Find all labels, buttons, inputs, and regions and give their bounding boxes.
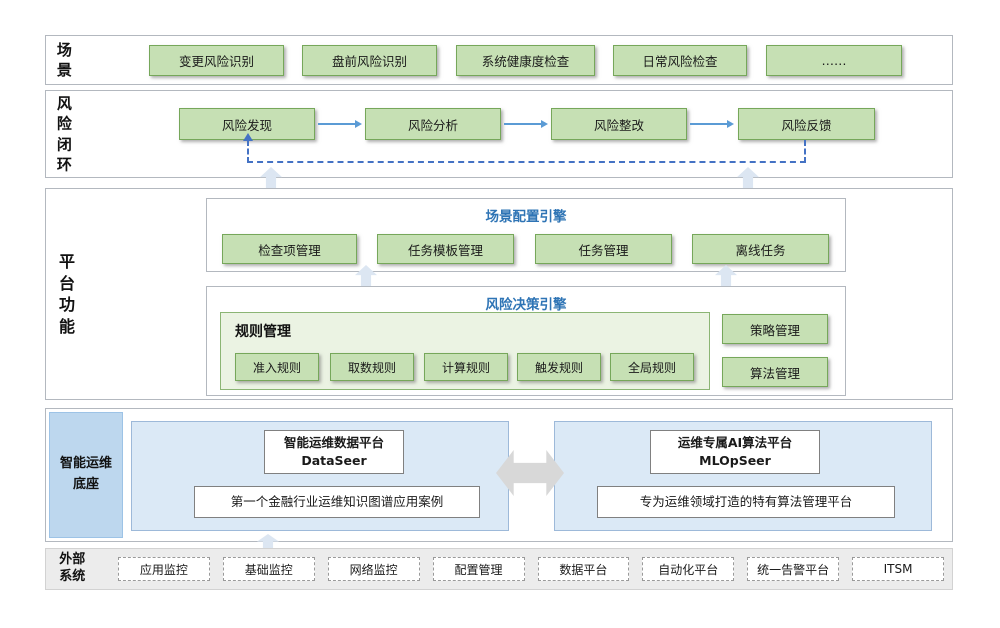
external-systems-label-text: 外部系统	[59, 552, 86, 584]
external-box-app-monitor: 应用监控	[118, 557, 210, 581]
scenario-box-more: ……	[766, 45, 902, 76]
dataseer-desc: 第一个金融行业运维知识图谱应用案例	[230, 493, 444, 509]
scenario-section: 场景 变更风险识别 盘前风险识别 系统健康度检查 日常风险检查 ……	[45, 35, 953, 85]
external-systems-label: 外部系统	[58, 552, 87, 586]
dataseer-desc-box: 第一个金融行业运维知识图谱应用案例	[194, 486, 480, 518]
scenario-box-change-risk: 变更风险识别	[149, 45, 284, 76]
scene-engine-box-task: 任务管理	[535, 234, 672, 264]
rule-management-title: 规则管理	[235, 324, 291, 340]
scene-engine-box-offline: 离线任务	[692, 234, 829, 264]
risk-loop-section: 风险闭环 风险发现 风险分析 风险整改 风险反馈	[45, 90, 953, 178]
external-systems-section: 外部系统 应用监控 基础监控 网络监控 配置管理 数据平台 自动化平台 统一告警…	[45, 548, 953, 590]
platform-section-label: 平台功能	[58, 251, 75, 336]
aiops-base-label-text: 智能运维底座	[60, 456, 113, 492]
platform-section: 平台功能 场景配置引擎 检查项管理 任务模板管理 任务管理 离线任务 风险决策引…	[45, 188, 953, 400]
external-box-data-platform: 数据平台	[537, 557, 630, 581]
external-box-automation-platform: 自动化平台	[642, 557, 735, 581]
rule-box-admission: 准入规则	[235, 353, 319, 381]
rule-box-trigger: 触发规则	[517, 353, 601, 381]
dataseer-panel: 智能运维数据平台 DataSeer 第一个金融行业运维知识图谱应用案例	[131, 421, 509, 531]
scenario-section-label: 场景	[56, 40, 72, 79]
mlopseer-title: 运维专属AI算法平台	[677, 434, 793, 450]
rule-box-compute: 计算规则	[424, 353, 508, 381]
risk-loop-section-label: 风险闭环	[56, 94, 72, 174]
risk-step-feedback: 风险反馈	[738, 108, 875, 140]
risk-decision-engine-panel: 风险决策引擎 规则管理 准入规则 取数规则 计算规则 触发规则 全局规则 策略管…	[206, 286, 846, 396]
aiops-base-section: 智能运维底座 智能运维数据平台 DataSeer 第一个金融行业运维知识图谱应用…	[45, 408, 953, 542]
algorithm-management-box: 算法管理	[722, 357, 828, 387]
flow-arrow-icon	[318, 120, 362, 128]
aiops-base-label: 智能运维底座	[49, 412, 123, 538]
strategy-management-box: 策略管理	[722, 314, 828, 344]
flow-arrow-icon	[690, 120, 734, 128]
scene-config-engine-panel: 场景配置引擎 检查项管理 任务模板管理 任务管理 离线任务	[206, 198, 846, 272]
rule-box-global: 全局规则	[610, 353, 694, 381]
rule-box-fetch: 取数规则	[330, 353, 414, 381]
mlopseer-desc: 专为运维领域打造的特有算法管理平台	[639, 493, 853, 509]
mlopseer-title-box: 运维专属AI算法平台 MLOpSeer	[650, 430, 820, 474]
external-box-itsm: ITSM	[852, 557, 944, 581]
external-box-network-monitor: 网络监控	[327, 557, 420, 581]
external-systems-row: 应用监控 基础监控 网络监控 配置管理 数据平台 自动化平台 统一告警平台 IT…	[118, 557, 944, 581]
scene-engine-box-template: 任务模板管理	[377, 234, 514, 264]
mlopseer-desc-box: 专为运维领域打造的特有算法管理平台	[597, 486, 895, 518]
external-box-config-mgmt: 配置管理	[432, 557, 525, 581]
scene-engine-box-checkitem: 检查项管理	[222, 234, 357, 264]
risk-step-analyze: 风险分析	[365, 108, 501, 140]
mlopseer-panel: 运维专属AI算法平台 MLOpSeer 专为运维领域打造的特有算法管理平台	[554, 421, 932, 531]
scenario-box-system-health: 系统健康度检查	[456, 45, 595, 76]
scenario-box-premarket-risk: 盘前风险识别	[302, 45, 437, 76]
risk-decision-engine-title: 风险决策引擎	[485, 297, 567, 313]
rule-management-group: 规则管理 准入规则 取数规则 计算规则 触发规则 全局规则	[220, 312, 710, 390]
mlopseer-subtitle: MLOpSeer	[699, 453, 771, 468]
dataseer-title: 智能运维数据平台	[283, 434, 384, 450]
scene-config-engine-title: 场景配置引擎	[485, 209, 567, 225]
risk-step-rectify: 风险整改	[551, 108, 687, 140]
dataseer-subtitle: DataSeer	[301, 453, 367, 468]
external-box-alert-platform: 统一告警平台	[747, 557, 840, 581]
scenario-box-daily-risk: 日常风险检查	[613, 45, 747, 76]
flow-arrow-icon	[504, 120, 548, 128]
external-box-infra-monitor: 基础监控	[222, 557, 315, 581]
feedback-dashed-line	[243, 133, 806, 163]
dataseer-title-box: 智能运维数据平台 DataSeer	[264, 430, 404, 474]
